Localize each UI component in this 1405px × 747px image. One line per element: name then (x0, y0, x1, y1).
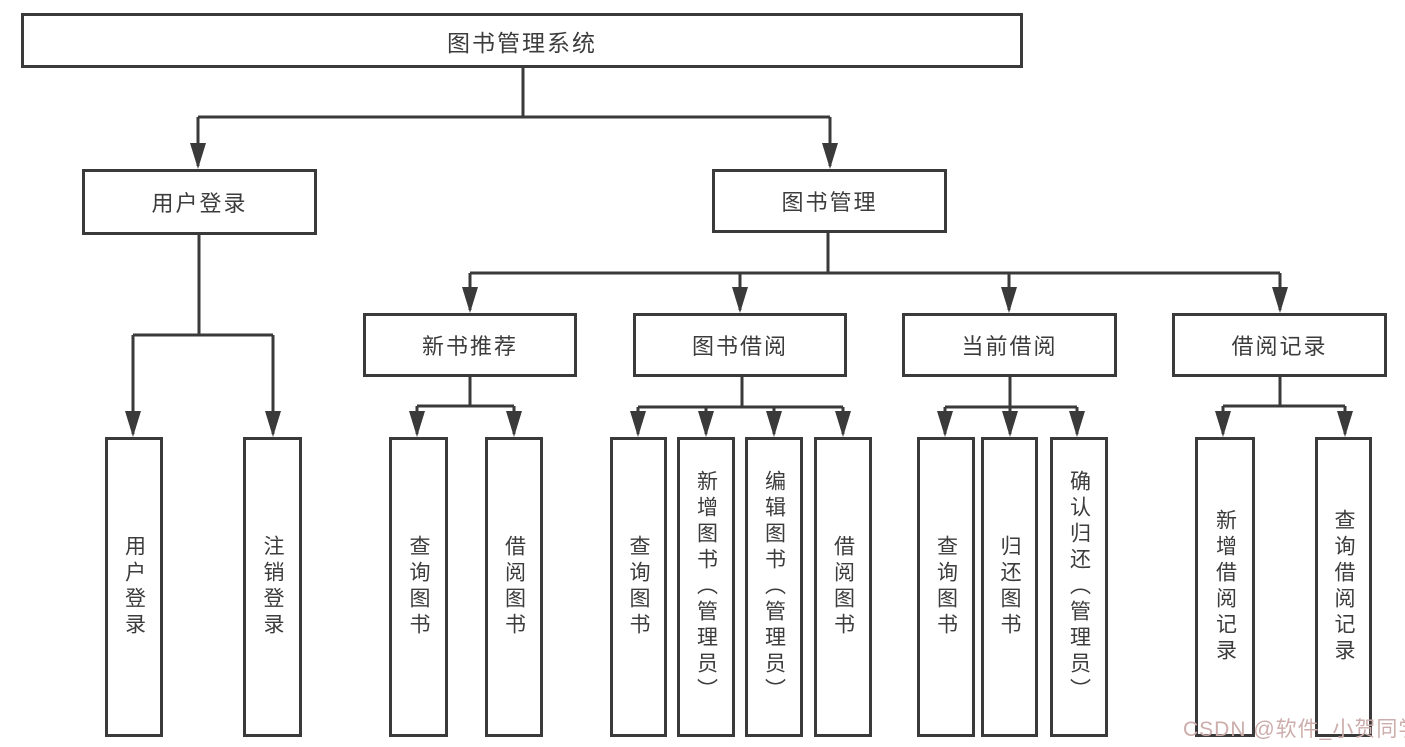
leaf-return-books: 归还图书 (981, 437, 1038, 737)
leaf-borrow-books-recommend: 借阅图书 (485, 437, 543, 737)
leaf-query-books-recommend: 查询图书 (389, 437, 448, 737)
leaf-user-login: 用户登录 (105, 437, 163, 737)
leaf-query-borrow-record: 查询借阅记录 (1315, 437, 1372, 737)
node-book-management: 图书管理 (712, 169, 947, 233)
csdn-watermark: CSDN @软件_小贺同学 (1183, 718, 1405, 741)
leaf-add-borrow-record: 新增借阅记录 (1195, 437, 1255, 737)
node-book-borrow: 图书借阅 (633, 313, 847, 377)
node-user-login: 用户登录 (82, 169, 317, 235)
node-new-book-recommend: 新书推荐 (363, 313, 577, 377)
node-borrow-records: 借阅记录 (1172, 313, 1387, 377)
leaf-confirm-return-admin: 确认归还（管理员） (1050, 437, 1108, 737)
node-current-borrow: 当前借阅 (902, 313, 1117, 377)
node-library-management-system: 图书管理系统 (21, 13, 1023, 68)
leaf-add-books-admin: 新增图书（管理员） (677, 437, 735, 737)
leaf-edit-books-admin: 编辑图书（管理员） (745, 437, 803, 737)
arrowheads (125, 143, 1353, 437)
leaf-query-books-borrow: 查询图书 (610, 437, 667, 737)
leaf-query-books-current: 查询图书 (917, 437, 975, 737)
leaf-logout: 注销登录 (243, 437, 302, 737)
leaf-borrow-books: 借阅图书 (814, 437, 872, 737)
